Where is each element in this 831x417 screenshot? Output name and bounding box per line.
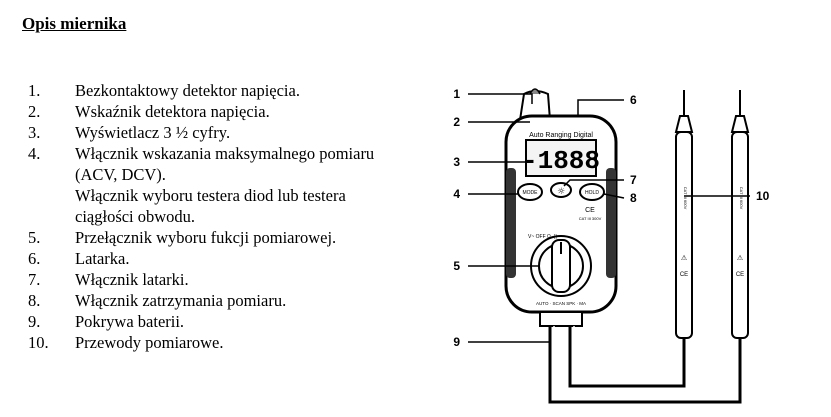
callout-1: 1: [453, 87, 460, 101]
probe-left: CAT III 600V ⚠ CE: [674, 90, 694, 339]
list-item: Włącznik wyboru testera diod lub testera: [28, 185, 428, 206]
list-item-text: Włącznik latarki.: [75, 270, 189, 289]
lcd-readout: -1888: [522, 146, 600, 176]
list-item-number: 6.: [28, 249, 41, 268]
callout-6: 6: [630, 93, 637, 107]
dial-pointer: [551, 239, 571, 293]
cat-rating: CAT III 300V: [579, 216, 602, 221]
list-item-text: Wskaźnik detektora napięcia.: [75, 102, 270, 121]
list-item: 2. Wskaźnik detektora napięcia.: [28, 101, 428, 122]
list-item-text: Wyświetlacz 3 ½ cyfry.: [75, 123, 231, 142]
list-item-number: 9.: [28, 312, 41, 331]
leader-lines: [468, 93, 750, 343]
list-item-text: Włącznik wyboru testera diod lub testera: [75, 186, 346, 205]
list-item-text: Bezkontaktowy detektor napięcia.: [75, 81, 300, 100]
list-item-number: 3.: [28, 123, 41, 142]
svg-text:CAT III 600V: CAT III 600V: [683, 187, 688, 210]
list-item: ciągłości obwodu.: [28, 206, 428, 227]
list-item-number: 5.: [28, 228, 41, 247]
probe-right: CAT III 600V ⚠ CE: [730, 90, 750, 339]
mode-button-label: MODE: [523, 190, 539, 196]
lcd-display: [525, 139, 597, 177]
list-item: 6. Latarka.: [28, 248, 428, 269]
list-item-text: Włącznik zatrzymania pomiaru.: [75, 291, 287, 310]
right-grip: [606, 168, 616, 278]
ce-mark: CE: [585, 207, 595, 214]
callout-3: 3: [453, 155, 460, 169]
bottom-text: AUTO · SCAN SPK · MA: [536, 301, 586, 306]
callout-numbers: 1 2 3 4 5 6 7 8 9 10: [453, 87, 769, 349]
list-item: 1. Bezkontaktowy detektor napięcia.: [28, 80, 428, 101]
callout-5: 5: [453, 259, 460, 273]
svg-text:CAT III 600V: CAT III 600V: [739, 187, 744, 210]
svg-text:⚠: ⚠: [737, 254, 744, 262]
list-item-text: Przełącznik wyboru fukcji pomiarowej.: [75, 228, 337, 247]
list-item-number: 1.: [28, 81, 41, 100]
list-item-text: Pokrywa baterii.: [75, 312, 185, 331]
parts-list: 1. Bezkontaktowy detektor napięcia. 2. Wska…: [28, 80, 428, 353]
mode-button[interactable]: [517, 183, 543, 201]
list-item-text: Włącznik wskazania maksymalnego pomiaru: [75, 144, 375, 163]
list-item-text: Przewody pomiarowe.: [75, 333, 224, 352]
light-button-label: ☼: [557, 187, 565, 197]
list-item-number: 2.: [28, 102, 41, 121]
list-item-text: ciągłości obwodu.: [75, 207, 196, 226]
list-item-number: 10.: [28, 333, 49, 352]
list-item-number: 7.: [28, 270, 41, 289]
list-item-text: (ACV, DCV).: [75, 165, 166, 184]
callout-4: 4: [453, 187, 460, 201]
list-item: 8. Włącznik zatrzymania pomiaru.: [28, 290, 428, 311]
list-item-number: [28, 164, 75, 185]
svg-text:CE: CE: [736, 272, 744, 278]
list-item: 10. Przewody pomiarowe.: [28, 332, 428, 353]
dial-marks: V~ OFF Ω ·)): [528, 234, 557, 240]
ncv-detector: [529, 88, 541, 95]
callout-7: 7: [630, 173, 637, 187]
test-lead-right-inner: [573, 326, 681, 383]
list-item: 5. Przełącznik wyboru fukcji pomiarowej.: [28, 227, 428, 248]
list-item-number: [28, 185, 75, 206]
list-item-number: [28, 206, 75, 227]
page-title: Opis miernika: [22, 14, 127, 33]
callout-9: 9: [453, 335, 460, 349]
list-item: 3. Wyświetlacz 3 ½ cyfry.: [28, 122, 428, 143]
list-item: 9. Pokrywa baterii.: [28, 311, 428, 332]
list-item: (ACV, DCV).: [28, 164, 428, 185]
callout-8: 8: [630, 191, 637, 205]
battery-cover: [539, 311, 583, 327]
callout-2: 2: [453, 115, 460, 129]
test-lead-left: [548, 326, 742, 404]
device-header: Auto Ranging Digital: [529, 132, 593, 139]
test-lead-left-inner: [553, 326, 737, 399]
test-lead-right: [568, 326, 686, 388]
callout-10: 10: [756, 189, 770, 203]
list-item-text: Latarka.: [75, 249, 130, 268]
light-button[interactable]: [550, 182, 572, 198]
list-item: 4. Włącznik wskazania maksymalnego pomiar…: [28, 143, 428, 164]
svg-text:CE: CE: [680, 272, 688, 278]
left-grip: [506, 168, 516, 278]
hold-button[interactable]: [579, 183, 605, 201]
list-item-number: 4.: [28, 144, 41, 163]
hold-button-label: HOLD: [585, 190, 599, 196]
svg-text:⚠: ⚠: [681, 254, 688, 262]
multimeter-diagram: Auto Ranging Digital -1888 MODE ☼ HOLD C…: [453, 87, 770, 404]
list-item-number: 8.: [28, 291, 41, 310]
list-item: 7. Włącznik latarki.: [28, 269, 428, 290]
